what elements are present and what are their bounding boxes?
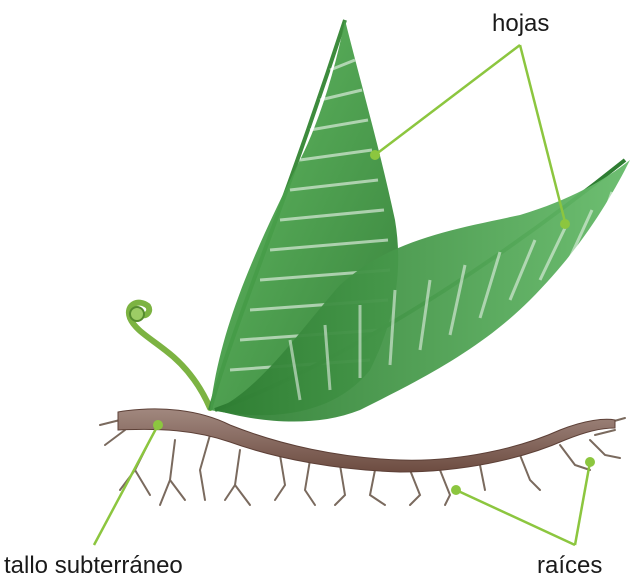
fiddlehead — [129, 303, 210, 408]
leader-hojas-right — [520, 45, 565, 222]
leader-hojas-left — [375, 45, 520, 155]
leader-raices-right — [575, 462, 590, 545]
label-tallo-subterraneo: tallo subterráneo — [4, 554, 183, 578]
label-hojas: hojas — [492, 12, 549, 36]
rhizome — [118, 409, 615, 472]
label-raices: raíces — [537, 554, 602, 578]
leader-raices-left — [456, 490, 575, 545]
leader-tallo — [94, 425, 158, 545]
